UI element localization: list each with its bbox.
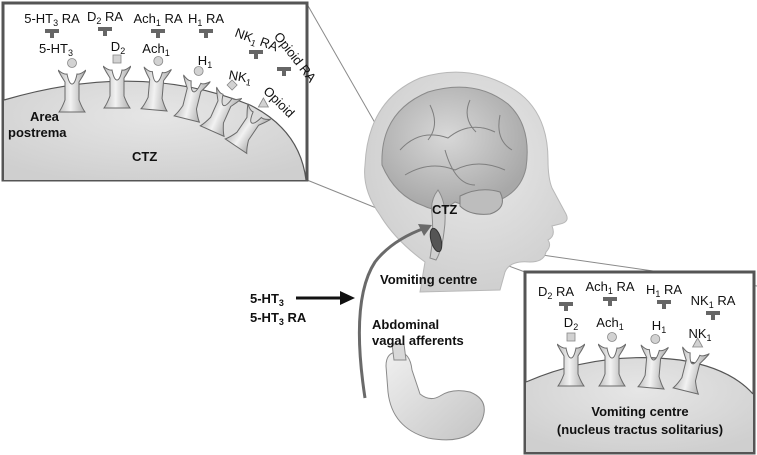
ligand-label-left-1: D2 — [110, 39, 126, 56]
drug-label-left-1: D2 RA — [86, 9, 124, 26]
drug-label-right-0: D2 RA — [537, 284, 575, 301]
vagal-afferent-arrow — [357, 226, 426, 399]
esophagus — [391, 343, 407, 361]
area-postrema-label-line1: Area — [30, 109, 59, 124]
ligand-right-0 — [566, 332, 576, 342]
right-receptor-group — [557, 297, 720, 395]
drug-label-right-2: H1 RA — [645, 282, 683, 299]
cerebellum-icon — [459, 189, 503, 215]
antagonist-left-3 — [199, 29, 213, 38]
ligand-label-left-0: 5-HT3 — [39, 41, 73, 58]
antagonist-left-0 — [45, 29, 59, 38]
ligand-label-right-2: H1 — [651, 318, 667, 335]
drug-label-right-1: Ach1 RA — [585, 279, 635, 296]
stimulus-label-line1: 5-HT3 — [250, 291, 284, 308]
brain-folds — [399, 99, 513, 186]
right-region-label-line2: (nucleus tractus solitarius) — [556, 422, 724, 437]
antagonist-right-1 — [603, 297, 617, 306]
antagonist-left-2 — [151, 29, 165, 38]
afferent-label-line1: Abdominal — [372, 317, 440, 332]
drug-label-left-2: Ach1 RA — [133, 11, 183, 28]
right-region-label-line1: Vomiting centre — [591, 404, 689, 419]
ctz-region-label: CTZ — [132, 149, 158, 164]
ctz-panel — [1, 1, 309, 182]
stimulus-label-line2: 5-HT3 RA — [250, 310, 307, 327]
antagonist-left-1 — [98, 27, 112, 36]
brain-icon — [381, 86, 528, 210]
ligand-label-left-2: Ach1 — [142, 41, 170, 58]
ligand-left-1 — [112, 54, 122, 64]
ligand-left-2 — [153, 56, 164, 66]
ligand-right-3 — [691, 337, 704, 348]
antagonist-left-5 — [277, 67, 291, 76]
left-receptor-group — [45, 27, 291, 155]
ligand-label-left-3: H1 — [197, 53, 213, 70]
head-illustration — [364, 71, 568, 293]
antagonist-right-2 — [657, 300, 671, 309]
ligand-label-right-3: NK1 — [688, 326, 712, 343]
vomiting-centre-region — [526, 357, 753, 452]
ligand-left-3 — [193, 66, 204, 76]
vomiting-centre-panel — [523, 270, 756, 455]
ligand-label-right-0: D2 — [563, 315, 579, 332]
ligand-left-5 — [257, 97, 270, 108]
vomiting-centre-marker — [429, 227, 443, 253]
stomach-icon — [385, 351, 485, 441]
stomach-illustration — [385, 343, 485, 441]
brain-ctz-label: CTZ — [432, 202, 458, 217]
drug-label-right-3: NK1 RA — [690, 293, 736, 310]
ligand-left-4 — [226, 79, 238, 91]
vagal-afferent-arrowhead — [418, 224, 432, 236]
ligand-label-right-1: Ach1 — [596, 315, 624, 332]
ligand-right-1 — [607, 332, 617, 342]
vomiting-centre-label: Vomiting centre — [380, 272, 478, 287]
stimulus-arrowhead — [340, 291, 355, 305]
area-postrema-label-line2: postrema — [8, 125, 67, 140]
antagonist-right-0 — [559, 302, 573, 311]
drug-label-left-3: H1 RA — [187, 11, 225, 28]
drug-label-left-0: 5-HT3 RA — [24, 11, 80, 28]
antagonist-right-3 — [706, 311, 720, 320]
ligand-right-2 — [650, 334, 661, 344]
afferent-label-line2: vagal afferents — [372, 333, 464, 348]
antagonist-left-4 — [249, 50, 263, 59]
ligand-left-0 — [67, 58, 77, 68]
